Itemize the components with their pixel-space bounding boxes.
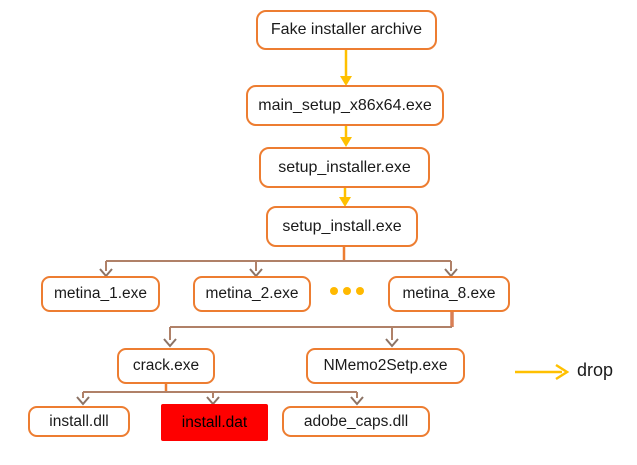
- drop-arrow-3: [339, 188, 351, 207]
- ellipsis-dots-icon: [330, 276, 364, 306]
- node-crack-exe: crack.exe: [117, 348, 215, 384]
- drop-arrow-2: [340, 126, 352, 147]
- node-setup-install-exe: setup_install.exe: [266, 206, 418, 247]
- node-install-dll: install.dll: [28, 406, 130, 437]
- legend-drop-arrow-icon: [515, 363, 570, 381]
- node-main-setup-exe: main_setup_x86x64.exe: [246, 85, 444, 126]
- node-nmemo2setp-exe: NMemo2Setp.exe: [306, 348, 465, 384]
- node-fake-installer-archive: Fake installer archive: [256, 10, 437, 50]
- drop-arrow-1: [340, 50, 352, 86]
- legend-drop-label: drop: [577, 360, 614, 380]
- node-metina-2-exe: metina_2.exe: [193, 276, 311, 312]
- branch-metina8-to-children: [163, 312, 454, 348]
- node-install-dat-highlighted: install.dat: [161, 404, 268, 441]
- dot-icon: [356, 287, 364, 295]
- dot-icon: [330, 287, 338, 295]
- node-setup-installer-exe: setup_installer.exe: [259, 147, 430, 188]
- node-metina-8-exe: metina_8.exe: [388, 276, 510, 312]
- dot-icon: [343, 287, 351, 295]
- node-adobe-caps-dll: adobe_caps.dll: [282, 406, 430, 437]
- node-metina-1-exe: metina_1.exe: [41, 276, 160, 312]
- branch-setup-install-to-metina: [99, 247, 458, 278]
- branch-crack-to-files: [76, 384, 364, 406]
